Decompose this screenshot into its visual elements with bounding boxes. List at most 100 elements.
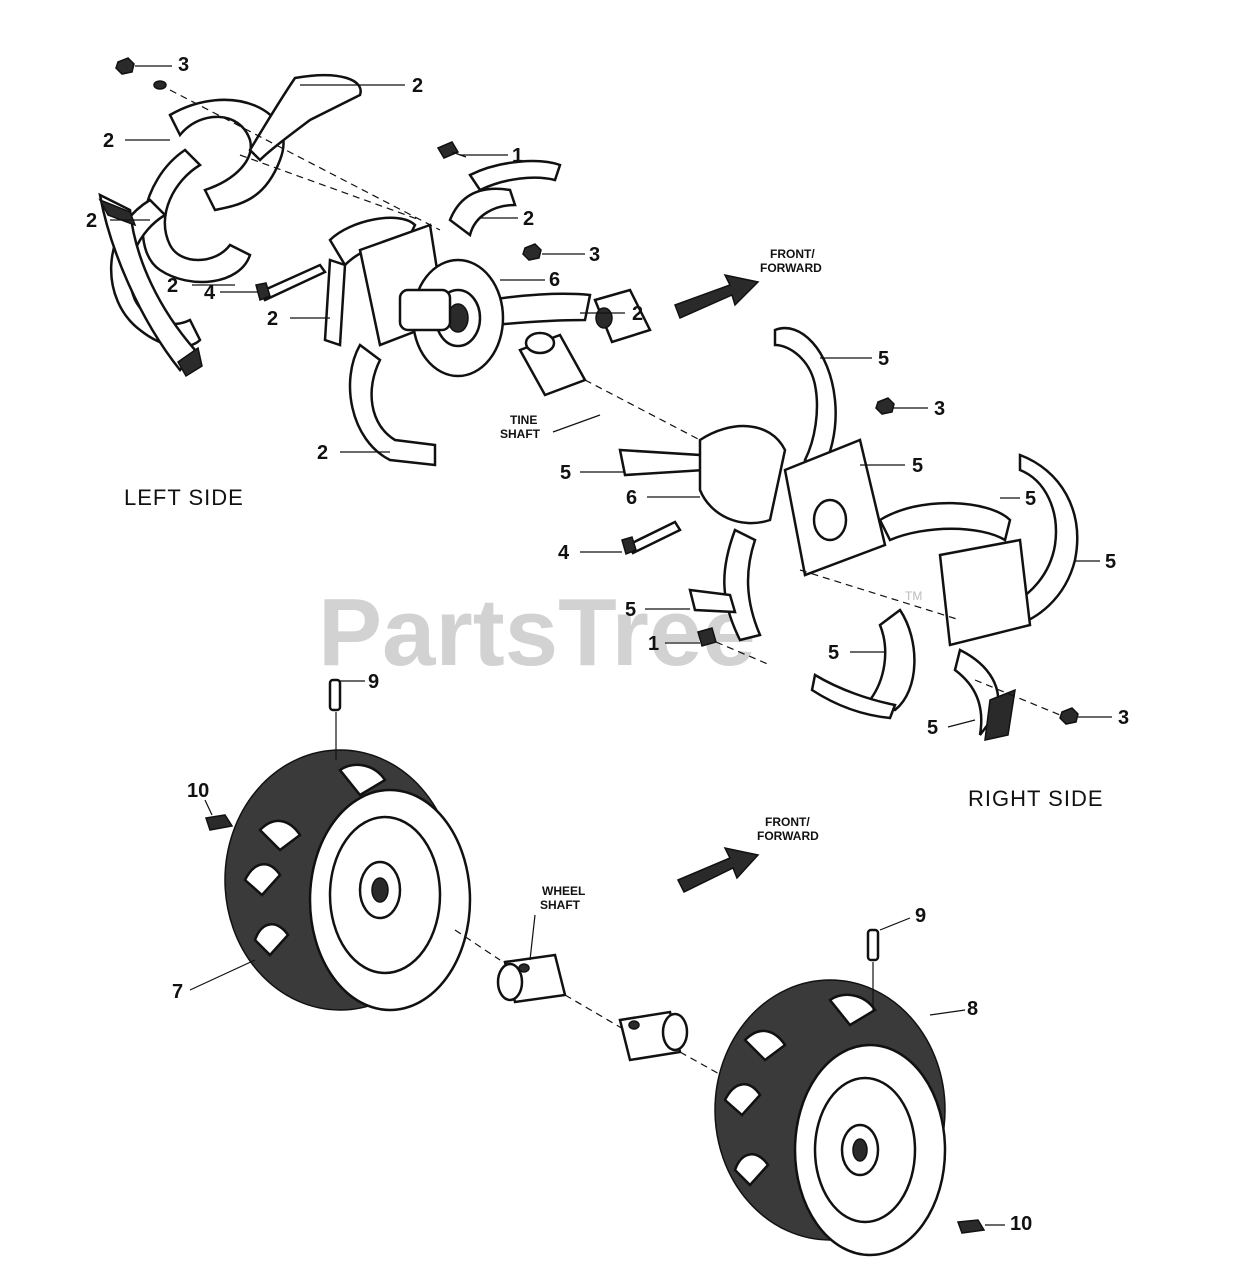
wheel-shaft-end-2	[661, 1012, 689, 1052]
callout-2-d: 2	[523, 208, 534, 230]
right-side-label: RIGHT SIDE	[968, 786, 1104, 811]
watermark-tm: TM	[905, 589, 922, 603]
wheel-right	[714, 928, 986, 1257]
wheel-right-clip	[956, 1219, 986, 1234]
callout-10-a: 10	[187, 780, 209, 802]
callout-3-d: 3	[1118, 707, 1129, 729]
callouts-right: 5 3 5 5 6 5 4 5 5 1 5 3 5	[558, 348, 1129, 739]
left-tine-edge-1	[98, 198, 137, 227]
left-bolt-4-head	[255, 282, 271, 302]
front-forward-top-line1: FRONT/	[770, 247, 815, 261]
left-nut-right	[522, 243, 542, 261]
wheel-right-pin	[866, 928, 880, 962]
callout-2-g: 2	[632, 303, 643, 325]
left-tine-inner-1	[328, 216, 417, 268]
callout-8: 8	[967, 998, 978, 1020]
right-bolt-4-head	[621, 536, 637, 556]
callout-3-b: 3	[589, 244, 600, 266]
wheel-shaft-label-line2: SHAFT	[540, 898, 581, 912]
wheel-left-clip	[205, 814, 234, 831]
wheel-right-lug-2	[723, 1083, 762, 1117]
front-forward-bottom-line2: FORWARD	[757, 829, 819, 843]
right-bolt-1-head	[697, 627, 717, 647]
right-tine-7	[868, 608, 916, 712]
tine-shaft-hole	[595, 307, 613, 329]
callout-2-h: 2	[317, 442, 328, 464]
callout-5-d: 5	[1025, 488, 1036, 510]
callout-2-c: 2	[86, 210, 97, 232]
right-tine-tip	[984, 688, 1016, 741]
left-tine-inner-3	[348, 343, 437, 467]
tine-shaft-label-line2: SHAFT	[500, 427, 541, 441]
wheel-right-lug-3	[733, 1153, 770, 1187]
wheel-left	[205, 678, 472, 1012]
watermark-text: PartsTree	[318, 579, 756, 686]
callout-6-a: 6	[549, 269, 560, 291]
callout-2-b: 2	[103, 130, 114, 152]
left-tine-assembly	[98, 57, 592, 467]
section-labels: LEFT SIDE RIGHT SIDE	[124, 485, 1104, 811]
callout-3-c: 3	[934, 398, 945, 420]
left-tine-edge-2	[177, 346, 203, 378]
callout-5-g: 5	[828, 642, 839, 664]
right-nut-bottom	[1059, 707, 1079, 725]
callout-5-a: 5	[878, 348, 889, 370]
right-bracket-2	[938, 538, 1032, 647]
wheel-right-lug-1	[743, 1029, 787, 1062]
left-tine-inner-4	[448, 187, 517, 238]
right-nut-top	[875, 397, 895, 415]
wheel-shaft-label-line1: WHEEL	[542, 884, 585, 898]
callout-9-b: 9	[915, 905, 926, 927]
wheel-shaft-end-1	[496, 962, 524, 1002]
wheel-left-lug-3	[253, 923, 290, 957]
callout-7: 7	[172, 981, 183, 1003]
wheel-left-pin	[328, 678, 342, 712]
front-arrow-top	[674, 273, 760, 320]
right-plate-hole	[812, 498, 848, 542]
callouts-wheels: 9 10 7 9 8 10	[172, 671, 1032, 1235]
callout-3-a: 3	[178, 54, 189, 76]
wheel-shaft-hole-2	[628, 1020, 640, 1030]
left-side-label: LEFT SIDE	[124, 485, 244, 510]
left-washer-top	[153, 80, 167, 90]
callouts-left: 3 2 2 2 1 2 3 6 2 2 2 4 2	[86, 54, 643, 464]
wheel-right-lug-4	[828, 993, 877, 1027]
callout-4-b: 4	[558, 542, 570, 564]
callout-5-h: 5	[927, 717, 938, 739]
callout-1-b: 1	[648, 633, 659, 655]
leader-lines	[110, 65, 1112, 1226]
wheel-shaft	[454, 929, 731, 1081]
left-tine-inner-5	[488, 292, 592, 327]
callout-1-a: 1	[512, 145, 523, 167]
callout-5-f: 5	[625, 599, 636, 621]
small-labels: FRONT/ FORWARD FRONT/ FORWARD TINE SHAFT…	[500, 247, 822, 912]
callout-2-f: 2	[267, 308, 278, 330]
wheel-right-axle-hole	[852, 1138, 868, 1162]
callout-5-b: 5	[560, 462, 571, 484]
wheel-shaft-hole-1	[518, 963, 530, 973]
right-tine-assembly	[618, 326, 1079, 741]
front-arrow-top-icon	[674, 273, 760, 320]
left-tine-top	[248, 74, 362, 162]
callout-6-b: 6	[626, 487, 637, 509]
callout-5-c: 5	[912, 455, 923, 477]
left-tine-inner-2	[323, 258, 347, 347]
right-tine-8	[810, 673, 897, 720]
callout-2-a: 2	[412, 75, 423, 97]
callout-2-e: 2	[167, 275, 178, 297]
watermark: PartsTree TM	[318, 579, 922, 686]
right-tine-4	[688, 588, 737, 614]
front-arrow-bottom	[676, 846, 760, 894]
tine-shaft-end-1	[524, 331, 556, 355]
right-flange	[698, 424, 787, 525]
right-tine-5	[878, 501, 1012, 542]
left-tine-inner-6	[468, 159, 562, 192]
callout-9-a: 9	[368, 671, 379, 693]
left-nut-top	[115, 57, 135, 75]
left-bolt-1-head	[436, 141, 460, 159]
right-tine-2	[618, 448, 707, 477]
callout-4-a: 4	[204, 282, 216, 304]
left-tine-outer-1	[168, 98, 285, 212]
callout-5-e: 5	[1105, 551, 1116, 573]
